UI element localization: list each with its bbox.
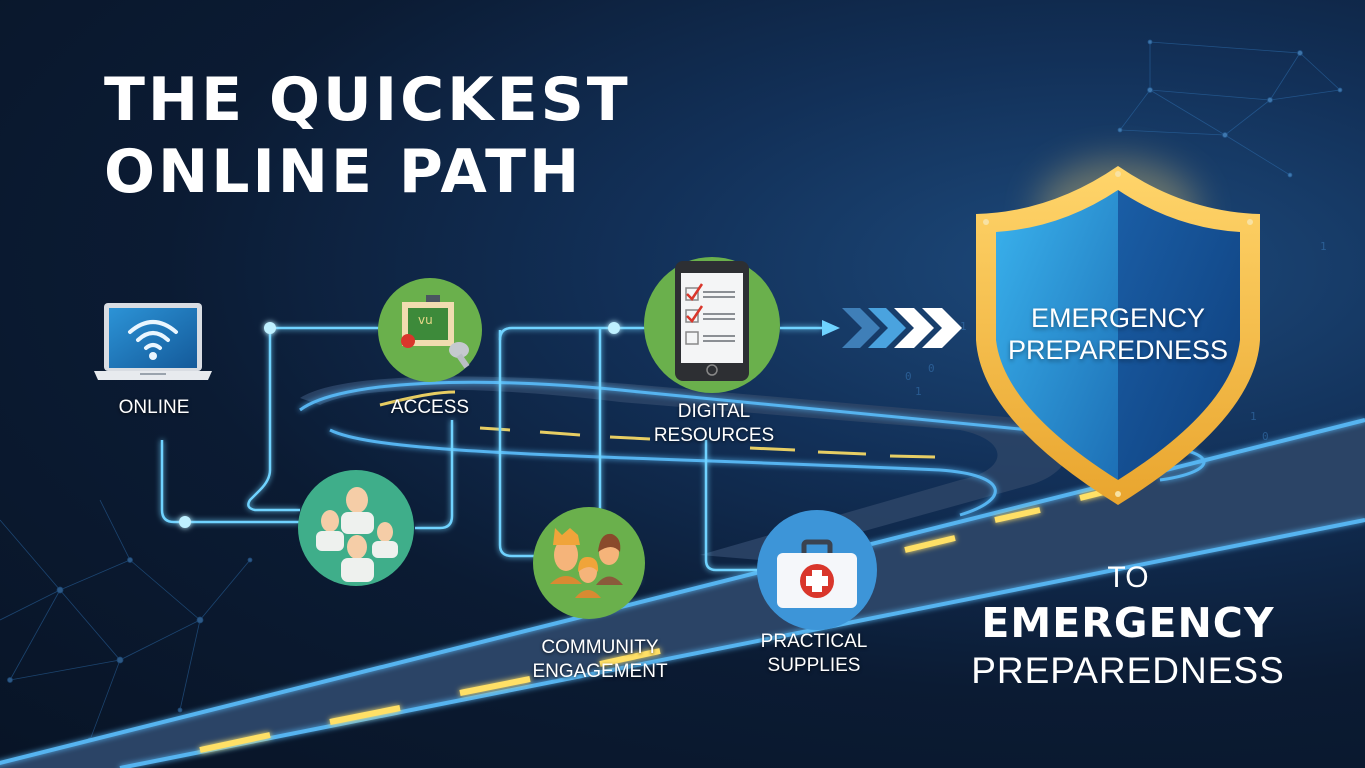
online-label: ONLINE: [118, 397, 190, 418]
svg-text:vu: vu: [418, 313, 433, 327]
title-line-1: THE QUICKEST: [104, 65, 631, 135]
practical-supplies-node[interactable]: [757, 510, 877, 630]
subtitle-to: TO: [1107, 561, 1149, 594]
digital-resources-node[interactable]: [644, 257, 780, 393]
laptop-wifi-icon: [94, 303, 212, 380]
circuit-nodes: [179, 322, 620, 528]
svg-text:1: 1: [1250, 410, 1257, 423]
access-node[interactable]: vu: [378, 278, 482, 382]
shield-label: EMERGENCY PREPAREDNESS: [1007, 303, 1229, 365]
shield-emblem: [976, 160, 1260, 505]
community-engagement-label: COMMUNITY ENGAGEMENT: [532, 637, 668, 682]
family-icon: [550, 528, 623, 598]
svg-text:1: 1: [960, 320, 967, 333]
digital-resources-label: DIGITAL RESOURCES: [653, 401, 775, 446]
subtitle-line-1: EMERGENCY: [981, 599, 1275, 647]
title-line-2: ONLINE PATH: [104, 137, 583, 207]
people-group-icon: [316, 487, 398, 582]
access-label: ACCESS: [390, 397, 470, 418]
subtitle: TO EMERGENCY PREPAREDNESS: [971, 558, 1285, 694]
subtitle-line-2: PREPAREDNESS: [971, 650, 1285, 691]
svg-text:0: 0: [1262, 430, 1269, 443]
svg-text:0: 0: [928, 362, 935, 375]
network-mesh-left: [0, 499, 253, 743]
arrow-head-icon: [822, 320, 840, 336]
network-mesh-right: [1117, 39, 1343, 178]
svg-text:0: 0: [905, 370, 912, 383]
people-group-node[interactable]: [298, 470, 414, 586]
chevron-arrows-icon: [842, 308, 962, 348]
community-engagement-node[interactable]: [533, 507, 645, 619]
svg-text:1: 1: [1320, 240, 1327, 253]
svg-text:1: 1: [915, 385, 922, 398]
tablet-checklist-icon: [675, 261, 749, 381]
first-aid-kit-icon: [777, 539, 857, 608]
practical-supplies-label: PRACTICAL SUPPLIES: [760, 631, 868, 676]
chalkboard-icon: vu: [401, 295, 470, 369]
page-title: THE QUICKEST ONLINE PATH: [104, 64, 631, 208]
